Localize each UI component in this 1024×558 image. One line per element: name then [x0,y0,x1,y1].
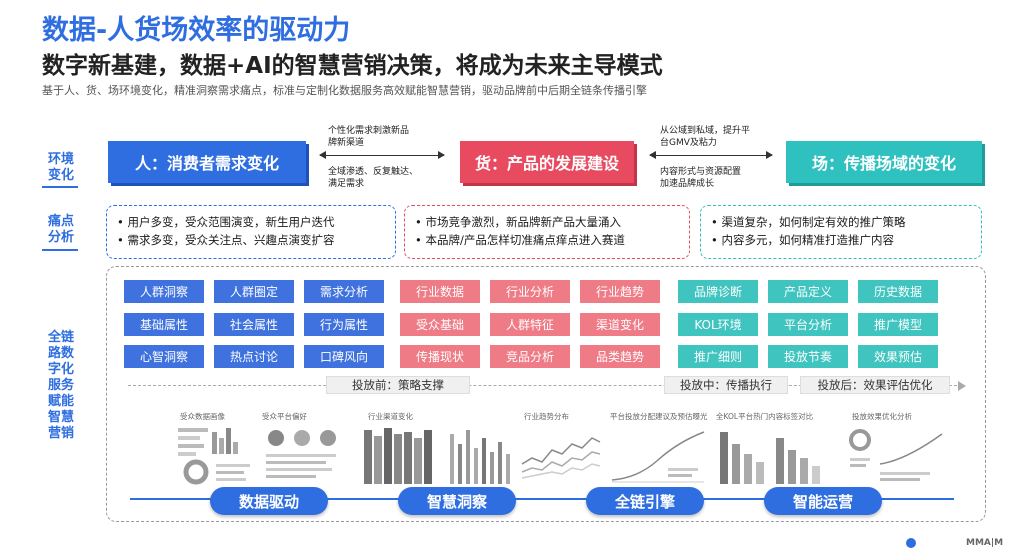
service-box: 推广模型 [858,313,938,336]
service-box: 受众基础 [400,313,480,336]
pillar-data-driven: 数据驱动 [210,487,328,515]
mma-logo: MMA|M [966,538,1004,548]
mini-chart-title: 受众平台偏好 [262,412,307,421]
mini-chart-title: 行业渠道变化 [368,412,413,421]
row-label-service: 全链 路数 字化 服务 赋能 智慧 营销 [47,330,74,441]
arrow-text-left-top: 个性化需求刺激新品 牌新渠道 [328,126,410,148]
service-box: 人群洞察 [124,280,204,303]
service-box: 社会属性 [214,313,294,336]
row-label-underline [42,249,78,251]
service-box: 传播现状 [400,345,480,368]
service-box: 历史数据 [858,280,938,303]
stage-before: 投放前：策略支撑 [326,376,470,394]
pain-item: 内容多元，如何精准打造推广内容 [711,231,971,249]
arrow-text-right-top: 从公域到私域，提升平 台GMV及粘力 [660,126,751,148]
mini-chart-optimization [849,429,943,481]
row-label-underline [42,186,78,188]
pain-item: 渠道复杂，如何制定有效的推广策略 [711,213,971,231]
service-box: 热点讨论 [214,345,294,368]
pain-box-goods: 市场竞争激烈，新品牌新产品大量涌入 本品牌/产品怎样切准痛点痒点进入赛道 [404,205,690,259]
pain-item: 需求多变，受众关注点、兴趣点演变扩容 [117,231,385,249]
service-box: 行为属性 [304,313,384,336]
head-goods: 货：产品的发展建设 [460,141,634,183]
stage-during: 投放中：传播执行 [664,376,788,394]
mini-chart-title: 行业趋势分布 [524,412,569,421]
mini-chart-industry-channel [364,428,432,484]
pillar-full-chain: 全链引擎 [586,487,704,515]
page-subtitle: 数字新基建，数据+AI的智慧营销决策，将成为未来主导模式 [42,53,663,79]
service-box: 行业数据 [400,280,480,303]
head-place: 场：传播场域的变化 [786,141,982,183]
stage-timeline [128,385,962,386]
mini-chart-industry-trend [521,437,601,479]
pillar-smart-ops: 智能运营 [764,487,882,515]
service-box: 渠道变化 [580,313,660,336]
service-box: 推广细则 [678,345,758,368]
arrow-text-left-bottom: 全域渗透、反复触达、 满足需求 [328,167,419,189]
row-label-environment: 环境 变化 [47,152,74,183]
arrow-text-right-bottom: 内容形式与资源配置 加速品牌成长 [660,167,742,189]
service-box: 人群圈定 [214,280,294,303]
pain-item: 用户多变，受众范围演变，新生用户迭代 [117,213,385,231]
service-box: 口碑风向 [304,345,384,368]
pillar-insight: 智慧洞察 [398,487,516,515]
brand-logo-icon [906,538,916,549]
pillar-baseline [130,498,954,500]
page-description: 基于人、货、场环境变化，精准洞察需求痛点，标准与定制化数据服务高效赋能智慧营销，… [42,84,647,97]
mini-chart-audience-profile [178,428,250,485]
service-box: 人群特征 [490,313,570,336]
mini-chart-platform-pref [266,430,336,478]
pain-box-people: 用户多变，受众范围演变，新生用户迭代 需求多变，受众关注点、兴趣点演变扩容 [106,205,396,259]
mini-chart-industry-bars [450,430,510,484]
service-box: 心智洞察 [124,345,204,368]
service-box: 平台分析 [768,313,848,336]
pain-item: 市场竞争激烈，新品牌新产品大量涌入 [415,213,679,231]
service-box: 产品定义 [768,280,848,303]
service-box: 品牌诊断 [678,280,758,303]
mini-chart-kol-tags [720,432,820,484]
mini-chart-title: 受众数据画像 [180,412,225,421]
mini-chart-title: 投放效果优化分析 [852,412,912,421]
service-container [106,266,986,522]
service-box: 行业分析 [490,280,570,303]
service-box: 效果预估 [858,345,938,368]
mini-chart-title: 全KOL平台热门内容标签对比 [716,412,814,421]
head-people: 人：消费者需求变化 [108,141,306,183]
pain-box-place: 渠道复杂，如何制定有效的推广策略 内容多元，如何精准打造推广内容 [700,205,982,259]
mini-chart-placement [611,431,705,483]
pain-item: 本品牌/产品怎样切准痛点痒点进入赛道 [415,231,679,249]
service-box: 基础属性 [124,313,204,336]
service-box: KOL环境 [678,313,758,336]
service-box: 需求分析 [304,280,384,303]
service-box: 竞品分析 [490,345,570,368]
service-box: 行业趋势 [580,280,660,303]
page-title: 数据-人货场效率的驱动力 [42,15,351,46]
service-box: 投放节奏 [768,345,848,368]
service-box: 品类趋势 [580,345,660,368]
timeline-arrow-icon [958,381,966,391]
double-arrow-left-top [319,151,445,159]
double-arrow-right [649,151,773,159]
row-label-pain: 痛点 分析 [47,214,74,245]
mini-chart-title: 平台投放分配建议及预估曝光 [610,412,708,421]
stage-after: 投放后：效果评估优化 [800,376,950,394]
